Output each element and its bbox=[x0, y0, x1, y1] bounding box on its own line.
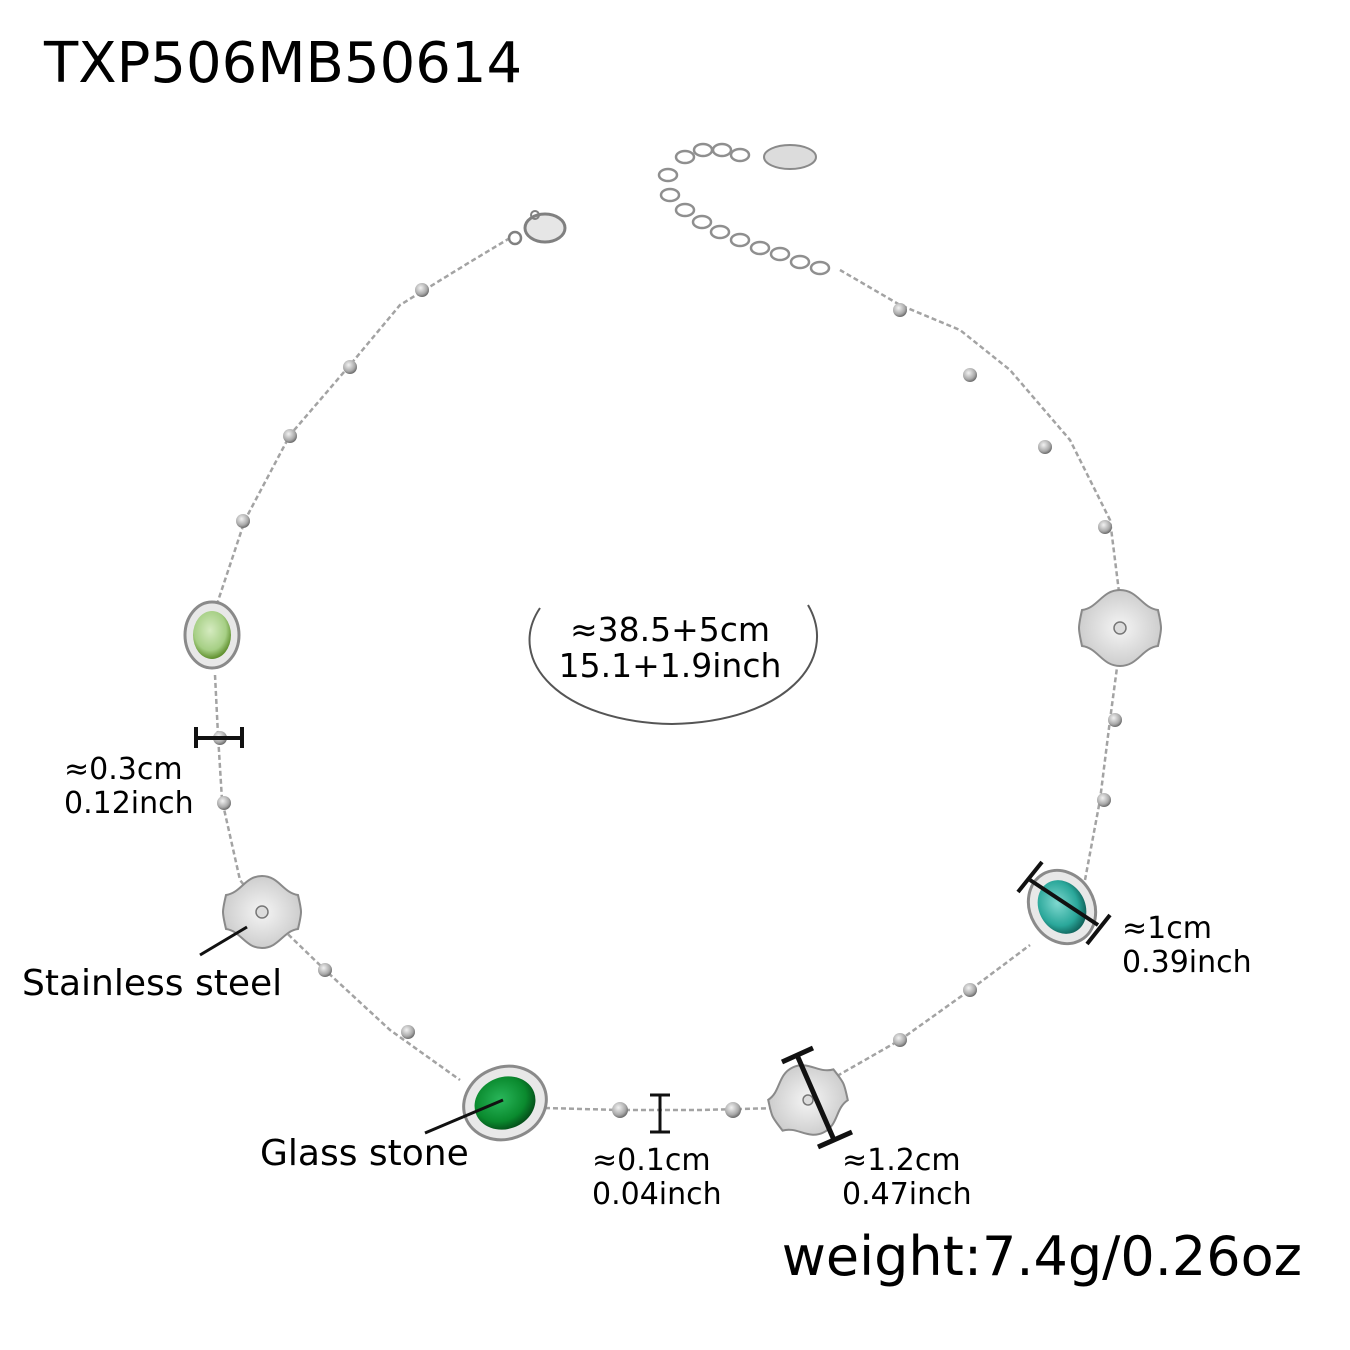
material-pendant-label: Stainless steel bbox=[22, 963, 283, 1004]
glass-stone-leader bbox=[424, 1098, 504, 1135]
chain-gap-cm: ≈0.1cm bbox=[592, 1143, 711, 1178]
flower-pendant-right bbox=[1078, 588, 1162, 668]
length-inch: 15.1+1.9inch bbox=[558, 646, 782, 686]
beads bbox=[213, 283, 1122, 1118]
product-sku-title: TXP506MB50614 bbox=[44, 31, 523, 96]
extender-tag bbox=[763, 144, 817, 170]
stone-size-cm: ≈1cm bbox=[1122, 911, 1212, 946]
stainless-steel-leader bbox=[199, 925, 248, 957]
flower-pendant-bottom bbox=[767, 1064, 849, 1136]
flower-size-cm: ≈1.2cm bbox=[842, 1143, 961, 1178]
bead-spacing-cm: ≈0.3cm bbox=[64, 752, 183, 787]
stone-size-inch: 0.39inch bbox=[1122, 944, 1252, 980]
flower-size-label: ≈1.2cm 0.47inch bbox=[842, 1144, 972, 1211]
stone-size-label: ≈1cm 0.39inch bbox=[1122, 912, 1252, 979]
lobster-clasp bbox=[507, 210, 567, 246]
length-ellipse bbox=[528, 604, 818, 726]
dimension-markers bbox=[194, 727, 1112, 1150]
chain-gap-label: ≈0.1cm 0.04inch bbox=[592, 1144, 722, 1211]
stone-light-green bbox=[183, 600, 241, 670]
weight-label: weight:7.4g/0.26oz bbox=[781, 1225, 1302, 1288]
stone-teal bbox=[1026, 868, 1098, 946]
chain-gap-inch: 0.04inch bbox=[592, 1176, 722, 1212]
length-label: ≈38.5+5cm 15.1+1.9inch bbox=[540, 610, 800, 686]
bead-spacing-inch: 0.12inch bbox=[64, 785, 194, 821]
flower-size-inch: 0.47inch bbox=[842, 1176, 972, 1212]
bead-spacing-label: ≈0.3cm 0.12inch bbox=[64, 753, 194, 820]
length-cm: ≈38.5+5cm bbox=[569, 610, 771, 649]
material-stone-label: Glass stone bbox=[260, 1133, 469, 1174]
extender-chain bbox=[657, 142, 831, 276]
stone-emerald bbox=[462, 1064, 548, 1142]
